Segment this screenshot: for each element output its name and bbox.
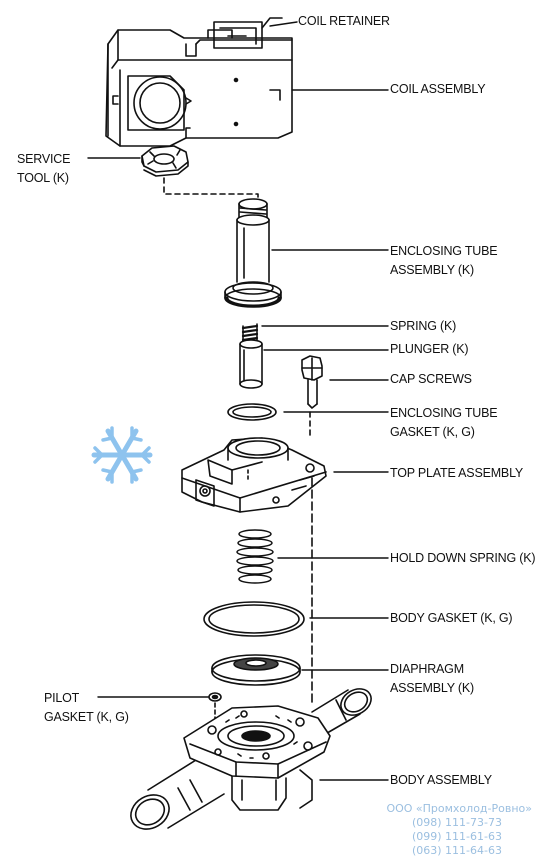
watermark-phone-2: (099) 111-61-63: [411, 830, 502, 843]
label-enclosing-tube-gasket: ENCLOSING TUBE GASKET (K, G): [390, 406, 498, 439]
cap-screw-part: [301, 355, 323, 409]
spring-part: [241, 323, 259, 343]
pilot-gasket-part: [208, 692, 222, 702]
label-service-tool: SERVICE TOOL (K): [17, 152, 71, 185]
label-hold-down-spring: HOLD DOWN SPRING (K): [390, 551, 536, 565]
label-plunger: PLUNGER (K): [390, 342, 469, 356]
hold-down-spring-part: [236, 529, 274, 584]
label-cap-screws: CAP SCREWS: [390, 372, 472, 386]
label-coil-retainer: COIL RETAINER: [298, 14, 390, 28]
diaphragm-part: [211, 654, 301, 686]
service-tool-part: [141, 145, 189, 177]
coil-assembly-part: [105, 17, 293, 147]
leader-lines: [87, 21, 389, 781]
watermark-phone-3: (063) 111-64-63: [411, 844, 502, 857]
label-pilot-gasket: PILOT GASKET (K, G): [44, 691, 129, 724]
label-body-assembly: BODY ASSEMBLY: [390, 773, 492, 787]
label-top-plate-assembly: TOP PLATE ASSEMBLY: [390, 466, 524, 480]
label-enclosing-tube-assembly: ENCLOSING TUBE ASSEMBLY (K): [390, 244, 498, 277]
enclosing-tube-part: [224, 198, 282, 308]
body-assembly-part: [130, 688, 372, 830]
snowflake-icon: [91, 426, 153, 484]
watermark-phone-1: (098) 111-73-73: [411, 816, 502, 829]
enclosing-tube-gasket-part: [227, 403, 277, 421]
plunger-part: [239, 339, 263, 389]
label-diaphragm-assembly: DIAPHRAGM ASSEMBLY (K): [390, 662, 474, 695]
body-gasket-part: [203, 601, 305, 637]
label-coil-assembly: COIL ASSEMBLY: [390, 82, 486, 96]
top-plate-part: [181, 437, 327, 513]
label-body-gasket: BODY GASKET (K, G): [390, 611, 513, 625]
label-spring: SPRING (K): [390, 319, 457, 333]
watermark-company: ООО «Промхолод-Ровно»: [386, 802, 532, 815]
